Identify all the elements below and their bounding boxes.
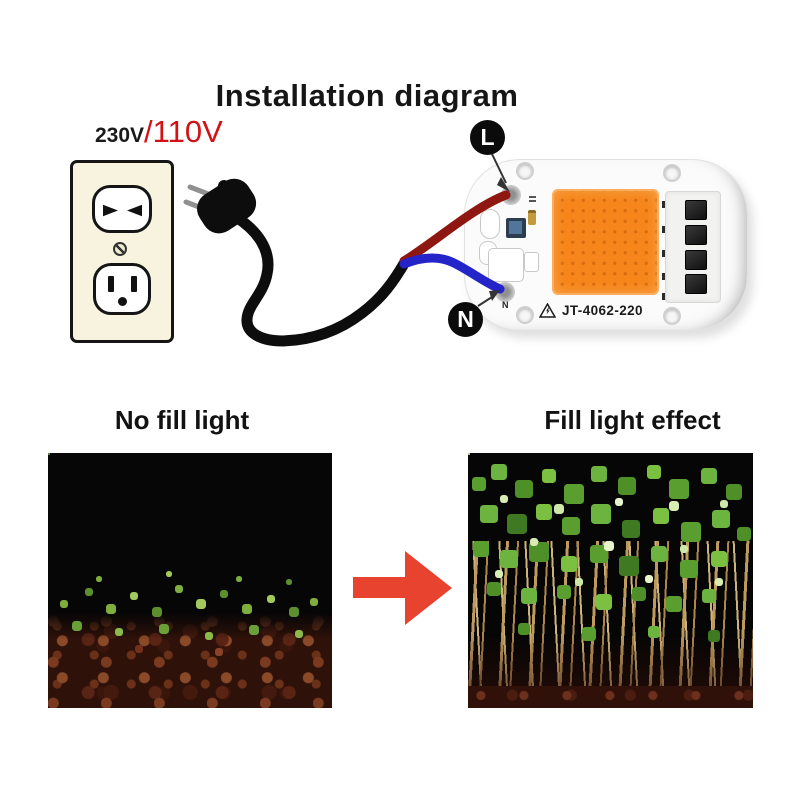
live-terminal-badge: L	[470, 120, 505, 155]
neutral-solder-pad	[495, 282, 515, 302]
voltage-label: 230V/110V	[95, 114, 223, 150]
before-label: No fill light	[114, 405, 250, 435]
neutral-terminal-badge: N	[448, 302, 483, 337]
photo-fill-light-effect	[468, 453, 753, 708]
warning-triangle-icon	[539, 303, 556, 318]
outlet-socket-top	[92, 185, 152, 233]
relay-block	[488, 248, 524, 282]
cob-led-emitter	[552, 189, 659, 295]
pcb-mark	[662, 226, 666, 233]
page-title: Installation diagram	[215, 78, 519, 113]
mounting-hole	[663, 307, 681, 325]
voltage-110v: /110V	[144, 114, 223, 149]
socket-slot-left	[108, 276, 114, 292]
after-label: Fill light effect	[544, 405, 721, 435]
socket-slot-right	[127, 204, 142, 217]
rectifier-block	[665, 191, 721, 303]
chip-model-text: JT-4062-220	[562, 303, 643, 318]
soil-texture	[468, 686, 753, 708]
component-block	[524, 252, 539, 272]
photo-no-fill-light	[48, 453, 332, 708]
socket-ground-hole	[118, 297, 127, 306]
seedling-stems	[468, 541, 753, 708]
ic-core	[509, 221, 522, 234]
power-cable	[230, 211, 411, 347]
resistor	[528, 210, 536, 225]
arrow-head	[405, 551, 452, 625]
pcb-mark	[662, 273, 666, 280]
driver-ic	[506, 218, 526, 238]
diode	[685, 200, 707, 220]
outlet-screw	[113, 242, 127, 256]
wall-outlet-icon	[70, 160, 174, 343]
arrow-shaft	[353, 577, 408, 598]
mounting-hole	[516, 162, 534, 180]
silkscreen-n-mark: N	[502, 300, 509, 310]
chip-marking: JT-4062-220	[539, 303, 643, 318]
mounting-hole	[663, 164, 681, 182]
soil-texture	[48, 613, 332, 708]
polarity-mark	[529, 196, 536, 202]
socket-slot-left	[103, 204, 118, 217]
plug-prong-icon	[187, 184, 219, 200]
pcb-mark	[662, 250, 666, 257]
diode	[685, 250, 707, 270]
outlet-socket-bottom	[93, 263, 151, 315]
voltage-230v: 230V	[95, 124, 145, 147]
live-solder-pad	[501, 185, 521, 205]
plug-nub	[218, 180, 230, 192]
diode	[685, 274, 707, 294]
plug-prong-icon	[183, 199, 215, 215]
socket-slot-right	[131, 276, 137, 292]
pcb-mark	[662, 293, 666, 300]
mounting-hole	[516, 306, 534, 324]
leaf-highlights	[468, 453, 470, 455]
pcb-mark	[662, 201, 666, 208]
seedling-sprouts	[48, 453, 50, 455]
capacitor	[480, 209, 500, 239]
led-cob-chip: N JT-4062-220	[464, 159, 748, 331]
power-plug-icon	[197, 178, 257, 234]
diode	[685, 225, 707, 245]
